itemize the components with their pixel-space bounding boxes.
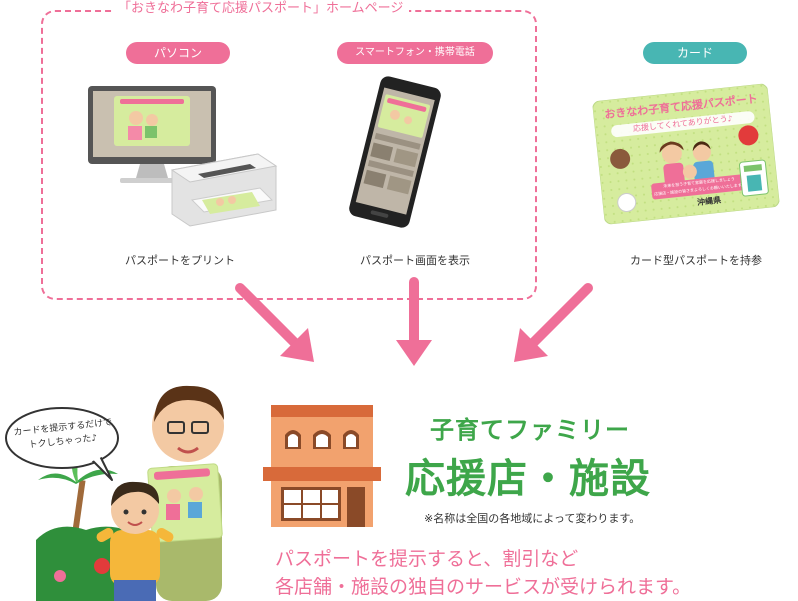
benefit-line2: 各店舗・施設の独自のサービスが受けられます。 <box>275 576 692 598</box>
father-character <box>147 385 224 601</box>
family-shop-note: ※名称は全国の各地域によって変わります。 <box>424 512 641 525</box>
smartphone-icon <box>349 76 441 228</box>
printer-icon <box>170 153 278 227</box>
card-caption: カード型パスポートを持参 <box>630 254 762 267</box>
pc-printer-illustration <box>88 86 278 227</box>
shisa-icon <box>610 148 631 169</box>
hibiscus-icon <box>738 125 759 146</box>
smartphone-illustration <box>349 76 441 228</box>
smartphone-label: スマートフォン・携帯電話 <box>337 42 493 64</box>
hibiscus-flower-icon <box>94 558 110 574</box>
child-character <box>96 481 174 601</box>
arrow-pc <box>235 283 305 353</box>
pc-label: パソコン <box>126 42 230 64</box>
smartphone-caption: パスポート画面を表示 <box>360 254 470 267</box>
benefit-line1: パスポートを提示すると、割引など <box>275 548 579 570</box>
card-background <box>592 83 780 225</box>
pc-caption: パスポートをプリント <box>125 254 235 267</box>
card-label: カード <box>643 42 747 64</box>
arrow-card <box>523 283 593 353</box>
family-shop-title-line2: 応援店・施設 <box>405 456 651 502</box>
monitor-icon <box>88 86 216 183</box>
shop-building-icon <box>263 405 381 527</box>
speech-bubble <box>5 407 119 481</box>
passport-card: おきなわ子育て応援パスポート 応援してくれてありがとう♪ 未来を担う子育て家庭を… <box>592 83 780 225</box>
homepage-frame-title: 「おきなわ子育て応援パスポート」ホームページ <box>112 0 410 18</box>
family-illustration <box>36 385 224 601</box>
family-shop-title-line1: 子育てファミリー <box>430 416 630 444</box>
